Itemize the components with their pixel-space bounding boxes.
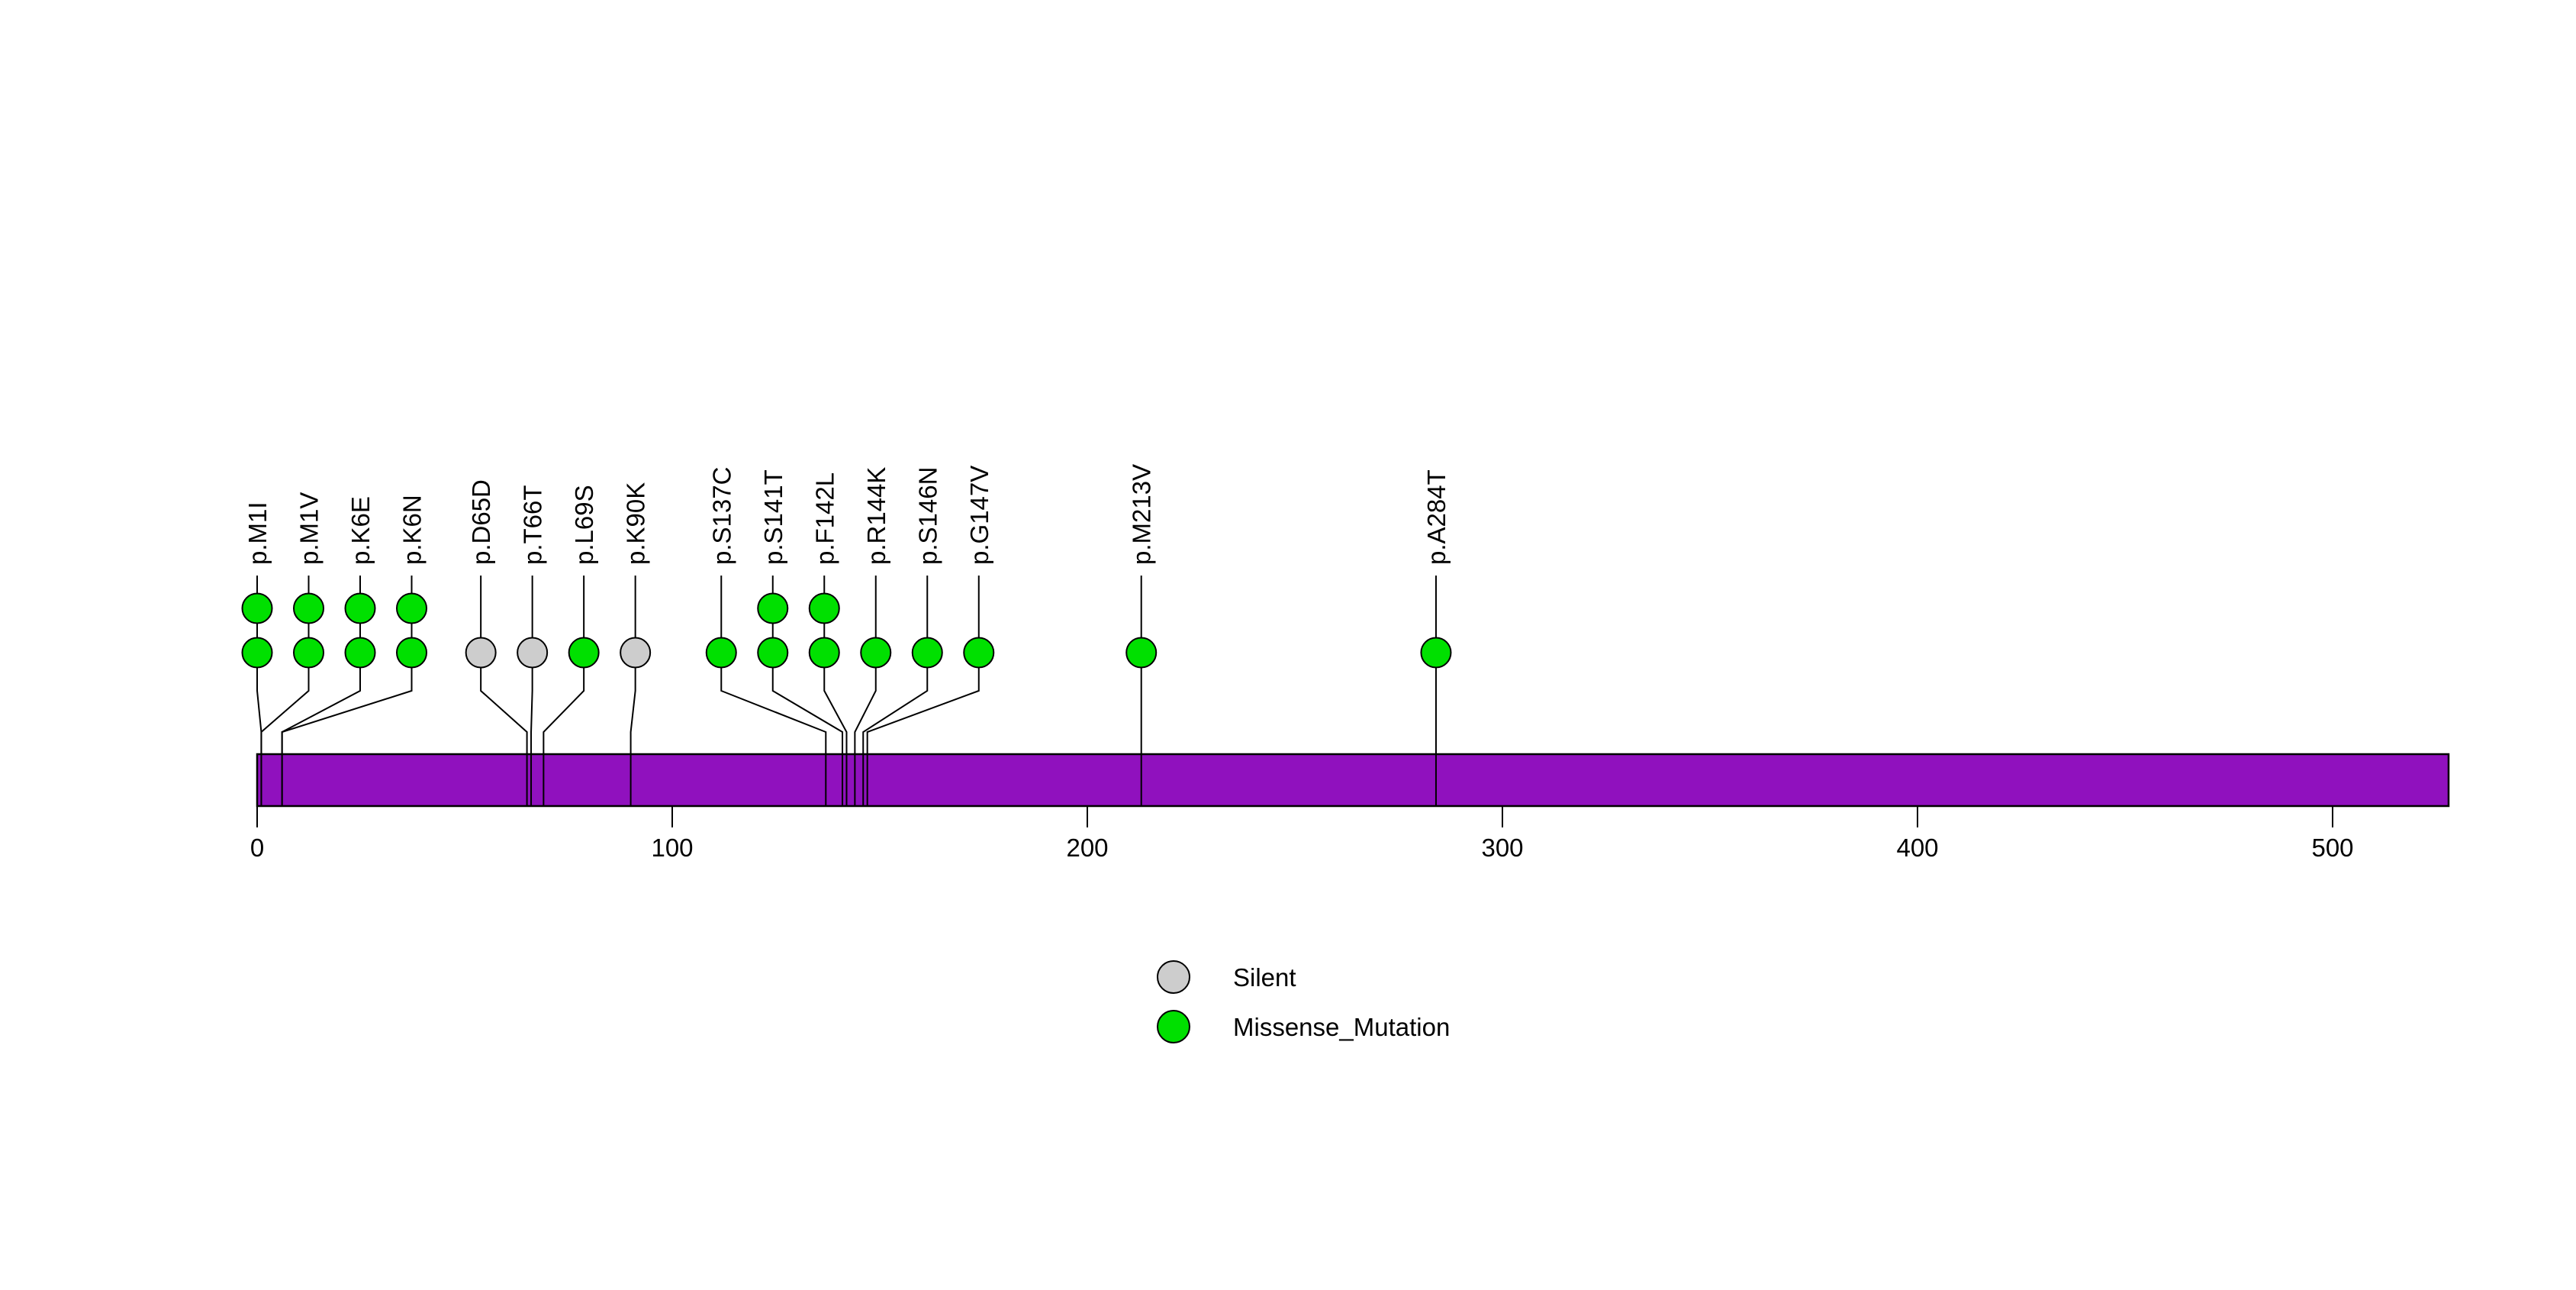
axis-tick-label: 0 [250, 834, 264, 862]
lollipop-stem [866, 576, 980, 806]
mutation-circle [344, 637, 376, 669]
lollipop-stem [862, 576, 929, 806]
legend-label-silent: Silent [1233, 963, 1296, 992]
mutation-label: p.A284T [1422, 469, 1451, 565]
lollipop-stem [771, 576, 844, 806]
x-axis-layer: 0 100 200 300 400 500 [250, 806, 2354, 862]
mutation-circle [293, 637, 324, 669]
lollipop-stem [530, 576, 533, 806]
axis-tick-label: 100 [651, 834, 693, 862]
axis-tick-label: 500 [2311, 834, 2353, 862]
mutation-circle [1420, 637, 1452, 669]
axis-tick-label: 400 [1896, 834, 1938, 862]
mutation-circle [241, 637, 273, 669]
mutation-circle [911, 637, 943, 669]
mutation-label: p.K6N [398, 495, 427, 565]
lollipop-stem [720, 576, 827, 806]
lollipop-stem [630, 576, 636, 806]
lollipop-stem [823, 576, 848, 806]
mutation-circle [241, 592, 273, 624]
mutation-circles-layer [241, 592, 1452, 669]
mutation-circle [1125, 637, 1158, 669]
legend-swatch-missense-mutation [1157, 1010, 1190, 1043]
mutation-label: p.K90K [622, 482, 650, 565]
mutation-label: p.M213V [1128, 464, 1156, 565]
mutation-label: p.M1V [295, 492, 324, 565]
mutation-circle [757, 637, 789, 669]
mutation-circle [465, 637, 497, 669]
mutation-label: p.S141T [759, 469, 787, 565]
legend: Silent Missense_Mutation [1157, 960, 1450, 1043]
lollipop-stem [480, 576, 528, 806]
axis-tick-label: 300 [1481, 834, 1523, 862]
mutation-circle [757, 592, 789, 624]
axis-tick-label: 200 [1066, 834, 1108, 862]
mutation-label: p.R144K [862, 467, 890, 565]
mutation-circle [808, 637, 840, 669]
mutation-circle [705, 637, 737, 669]
lollipop-stem [281, 576, 413, 806]
mutation-label: p.G147V [965, 466, 993, 565]
mutation-label: p.L69S [570, 485, 598, 565]
mutation-circle [396, 637, 427, 669]
mutation-circle [293, 592, 324, 624]
mutation-circle [860, 637, 892, 669]
mutation-circle [396, 592, 427, 624]
mutation-circle [963, 637, 995, 669]
mutation-label: p.D65D [467, 479, 495, 565]
mutation-circle [620, 637, 652, 669]
mutation-label: p.F142L [810, 472, 839, 565]
legend-swatch-silent [1157, 960, 1190, 994]
mutation-labels-layer: p.M1I p.M1V p.K6E p.K6N p.D65D p.T66T p.L69S p.… [243, 464, 1451, 565]
mutation-circle [517, 637, 549, 669]
lollipop-stem [543, 576, 585, 806]
mutation-circle [568, 637, 600, 669]
lollipop-stem [260, 576, 310, 806]
connector-lines-layer [256, 576, 1437, 806]
legend-label-missense-mutation: Missense_Mutation [1233, 1013, 1450, 1041]
protein-domain-bar [256, 753, 2450, 808]
mutation-circle [344, 592, 376, 624]
mutation-label: p.T66T [519, 485, 547, 565]
mutation-label: p.M1I [243, 501, 272, 565]
mutation-circle [808, 592, 840, 624]
mutation-label: p.S137C [707, 467, 736, 565]
mutation-label: p.K6E [346, 496, 375, 565]
lollipop-stem [854, 576, 877, 806]
mutation-label: p.S146N [913, 467, 942, 565]
